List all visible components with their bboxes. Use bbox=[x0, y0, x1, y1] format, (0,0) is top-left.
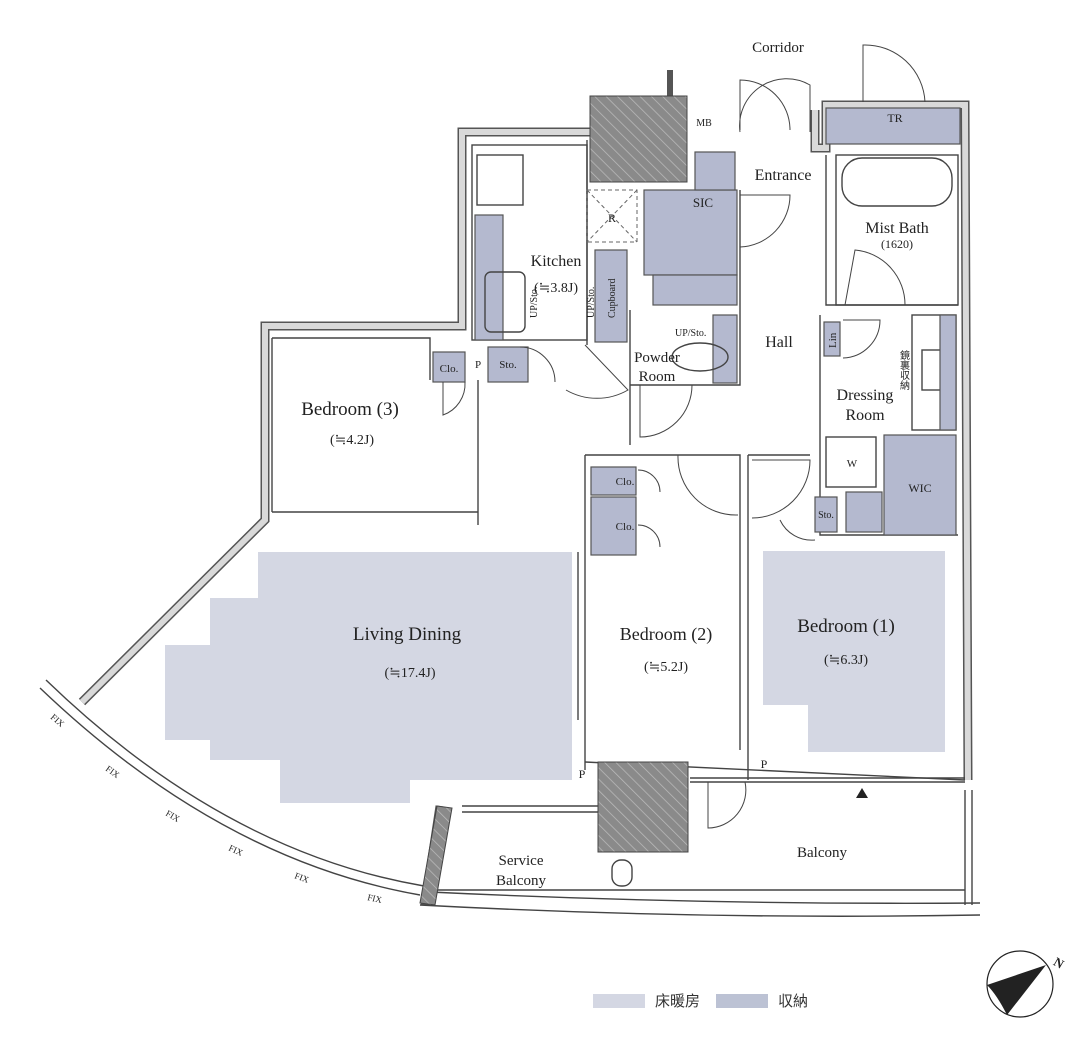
label-corridor: Corridor bbox=[752, 40, 804, 56]
legend-floor-heating: 床暖房 bbox=[593, 990, 700, 1011]
living-floor-heating bbox=[165, 552, 572, 803]
label-cupboard: Cupboard bbox=[607, 279, 618, 318]
label-bedroom1: Bedroom (1) bbox=[797, 616, 895, 637]
label-mirror-storage: 鏡裏収納 bbox=[898, 349, 910, 391]
label-sto-kitchen: Sto. bbox=[499, 359, 517, 371]
label-up-sto-powder: UP/Sto. bbox=[675, 328, 706, 339]
storage-areas bbox=[432, 107, 961, 556]
label-mb: MB bbox=[696, 118, 712, 129]
fixtures bbox=[476, 154, 953, 887]
label-kitchen-size: (≒3.8J) bbox=[534, 281, 578, 296]
label-tr: TR bbox=[887, 111, 902, 125]
label-fix-6: FIX bbox=[367, 892, 384, 905]
label-fix-2: FIX bbox=[104, 763, 122, 780]
label-clo-bedroom2-a: Clo. bbox=[616, 476, 635, 488]
label-entrance: Entrance bbox=[755, 167, 812, 184]
label-living-dining-size: (≒17.4J) bbox=[384, 666, 435, 681]
legend-storage-label: 収納 bbox=[778, 992, 809, 1010]
label-fix-1: FIX bbox=[49, 712, 67, 729]
label-washer: W bbox=[847, 458, 858, 470]
label-up-sto-kitchen: UP/Sto. bbox=[529, 287, 540, 318]
drain-icon bbox=[611, 859, 633, 887]
washer-space bbox=[825, 436, 877, 488]
bathtub-icon bbox=[841, 157, 953, 207]
label-powder-room-2: Room bbox=[639, 369, 676, 385]
label-service-balcony-2: Balcony bbox=[496, 873, 546, 889]
legend-storage-swatch bbox=[716, 993, 768, 1008]
label-dressing-room-1: Dressing bbox=[837, 387, 894, 404]
label-sto-hall: Sto. bbox=[818, 510, 834, 521]
label-bedroom2-size: (≒5.2J) bbox=[644, 660, 688, 675]
label-fix-3: FIX bbox=[164, 808, 182, 824]
label-p-pipe: P bbox=[475, 359, 481, 371]
label-bedroom3-size: (≒4.2J) bbox=[330, 433, 374, 448]
label-bedroom3: Bedroom (3) bbox=[301, 399, 399, 420]
label-mist-bath-size: (1620) bbox=[881, 237, 913, 251]
label-up-sto-cupboard: UP/Sto. bbox=[586, 287, 597, 318]
label-service-balcony-1: Service bbox=[499, 853, 544, 869]
label-lin: Lin bbox=[827, 332, 839, 348]
legend-floor-heating-label: 床暖房 bbox=[655, 992, 701, 1010]
label-p-bedroom1: P bbox=[761, 757, 768, 771]
pillar-bottom bbox=[597, 761, 689, 853]
label-living-dining: Living Dining bbox=[353, 624, 462, 645]
fix-window-curve bbox=[39, 679, 981, 917]
doors bbox=[442, 44, 926, 829]
pillar-top bbox=[589, 95, 688, 183]
compass-north-label: N bbox=[1051, 954, 1067, 972]
label-bedroom1-size: (≒6.3J) bbox=[824, 653, 868, 668]
label-clo-bedroom3: Clo. bbox=[440, 363, 459, 375]
bedroom1-floor-heating bbox=[763, 551, 945, 752]
label-sic: SIC bbox=[693, 195, 713, 210]
label-balcony: Balcony bbox=[797, 845, 847, 861]
refrigerator-space bbox=[586, 189, 638, 243]
label-fix-4: FIX bbox=[227, 843, 245, 858]
label-kitchen: Kitchen bbox=[531, 253, 582, 270]
sink-icon bbox=[484, 271, 526, 333]
label-mist-bath: Mist Bath bbox=[865, 220, 929, 237]
toilet-icon bbox=[671, 342, 729, 372]
label-hall: Hall bbox=[765, 334, 793, 351]
label-refrigerator: R bbox=[608, 211, 616, 225]
north-arrow-icon bbox=[987, 965, 1046, 1015]
legend-floor-heating-swatch bbox=[593, 993, 645, 1008]
label-wic: WIC bbox=[908, 481, 931, 495]
label-powder-room-1: Powder bbox=[634, 350, 680, 366]
stove-icon bbox=[476, 154, 524, 206]
legend-storage: 収納 bbox=[716, 990, 808, 1011]
label-dressing-room-2: Room bbox=[845, 407, 885, 424]
label-bedroom2: Bedroom (2) bbox=[620, 624, 712, 645]
wall-segment-service bbox=[419, 805, 453, 906]
entry-marker-icon bbox=[856, 788, 868, 798]
label-p-bedroom2: P bbox=[579, 767, 586, 781]
room-labels: Corridor Entrance Hall Kitchen (≒3.8J) M… bbox=[301, 40, 929, 889]
compass-circle bbox=[986, 950, 1054, 1018]
label-fix-5: FIX bbox=[293, 870, 311, 885]
compass: N bbox=[986, 950, 1067, 1018]
label-clo-bedroom2-b: Clo. bbox=[616, 521, 635, 533]
